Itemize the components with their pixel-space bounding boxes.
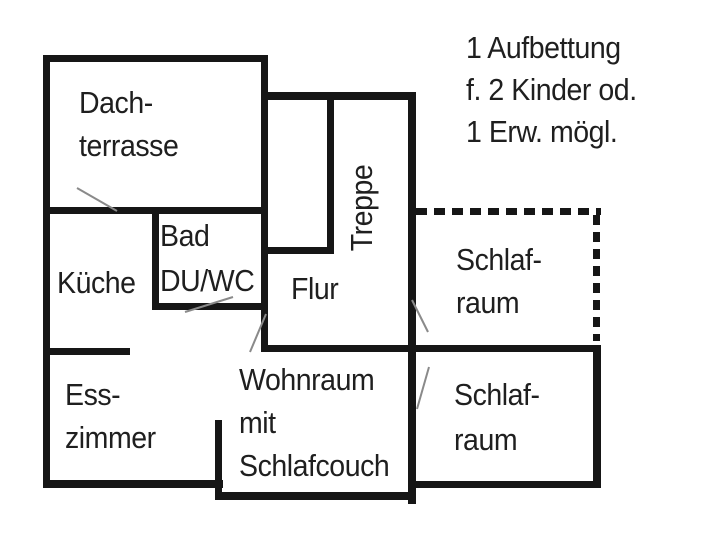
wall-mid-horizontal <box>261 345 600 352</box>
bedroom2-door-line <box>416 366 430 410</box>
room-label-flur: Flur <box>291 271 339 306</box>
bedroom1-door-line <box>411 299 429 333</box>
wall-stair-divider <box>327 92 334 254</box>
dashed-wall-right <box>593 215 600 341</box>
wall-outer-left <box>43 55 50 488</box>
wall-bath-bottom <box>152 303 268 310</box>
dashed-wall-top <box>416 208 601 215</box>
wall-center-vertical <box>261 55 268 352</box>
wall-right-vertical <box>408 92 416 504</box>
wall-stair-top <box>261 92 416 100</box>
annotation-line-3: 1 Erw. mögl. <box>466 114 618 149</box>
room-label-treppe: Treppe <box>344 164 379 252</box>
wall-stair-bottom <box>261 247 334 254</box>
bath-door-line <box>184 296 234 313</box>
room-label-schlafraum-oben: Schlaf- raum <box>456 242 542 320</box>
wall-terrace-top <box>43 55 268 62</box>
wall-kitchen-divider <box>43 348 130 355</box>
annotation-line-2: f. 2 Kinder od. <box>466 72 637 107</box>
annotation-line-1: 1 Aufbettung <box>466 30 621 65</box>
wall-bath-left <box>152 207 159 310</box>
room-label-schlafraum-unten: Schlaf- raum <box>454 377 540 457</box>
annotation-note: 1 Aufbettung f. 2 Kinder od. 1 Erw. mögl… <box>466 27 637 153</box>
room-label-kueche: Küche <box>57 265 136 300</box>
living-door-line <box>249 313 267 353</box>
room-label-bad: Bad DU/WC <box>160 218 255 298</box>
room-label-dachterrasse: Dach- terrasse <box>79 85 179 163</box>
wall-dining-bottom <box>43 480 223 488</box>
room-label-esszimmer: Ess- zimmer <box>65 377 156 455</box>
room-label-wohnraum: Wohnraum mit Schlafcouch <box>239 362 390 483</box>
wall-living-left <box>215 420 222 500</box>
wall-bedroom2-bottom <box>408 481 601 488</box>
terrace-door-line <box>76 187 118 212</box>
wall-bedroom2-right <box>593 345 601 488</box>
wall-living-bottom <box>215 492 416 500</box>
